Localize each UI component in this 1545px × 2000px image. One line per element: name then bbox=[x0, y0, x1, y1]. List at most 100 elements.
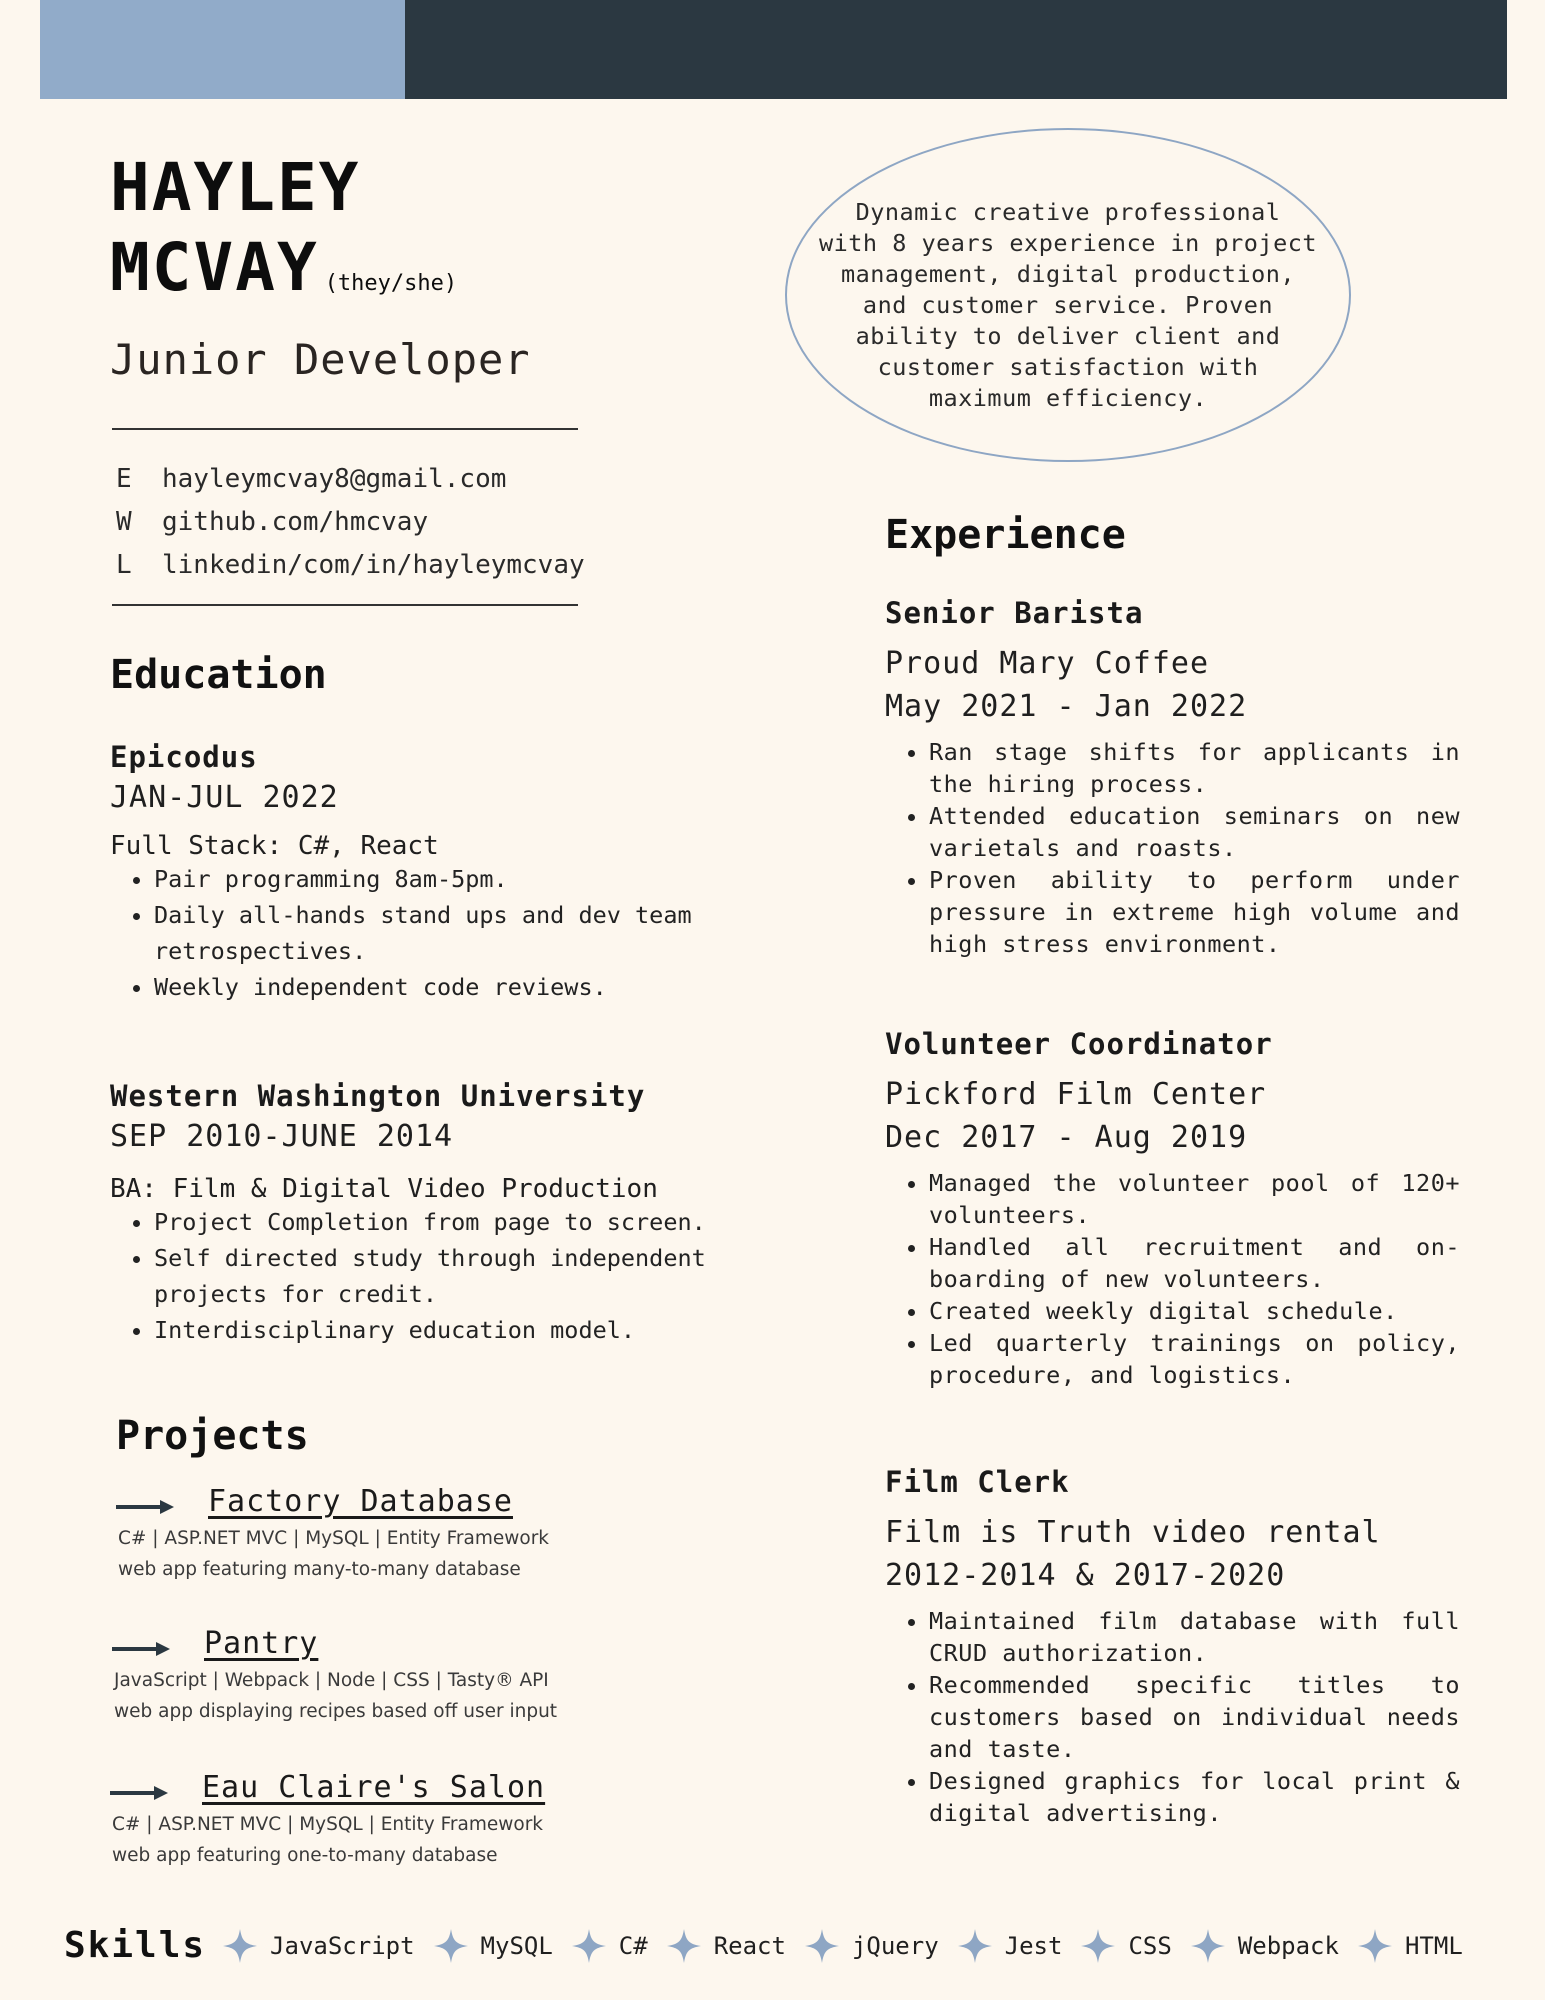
school-bullets: Pair programming 8am-5pm. Daily all-hand… bbox=[110, 861, 750, 1005]
project-title-row: Pantry bbox=[112, 1626, 557, 1661]
skill-name: Jest bbox=[1004, 1931, 1063, 1960]
project-desc: web app displaying recipes based off use… bbox=[114, 1701, 558, 1722]
header-band-dark bbox=[405, 0, 1507, 99]
experience-heading: Experience bbox=[885, 512, 1126, 558]
summary-text: Dynamic creative professional with 8 yea… bbox=[800, 197, 1336, 414]
skill-name: jQuery bbox=[851, 1931, 939, 1960]
arrow-right-icon bbox=[116, 1499, 174, 1514]
project-title-link[interactable]: Pantry bbox=[204, 1626, 319, 1661]
skill-item: MySQL bbox=[415, 1928, 553, 1964]
four-point-star-icon bbox=[433, 1928, 468, 1963]
linkedin-link[interactable]: linkedin/com/in/hayleymcvay bbox=[162, 550, 585, 580]
job-dates: May 2021 - Jan 2022 bbox=[885, 689, 1248, 724]
contact-key: W bbox=[116, 507, 132, 537]
project-desc: web app featuring one-to-many database bbox=[112, 1845, 498, 1866]
list-item: Proven ability to perform under pressure… bbox=[929, 864, 1460, 960]
skill-item: jQuery bbox=[786, 1928, 939, 1964]
experience-item: Volunteer Coordinator Pickford Film Cent… bbox=[885, 1027, 1460, 1391]
list-item: Maintained film database with full CRUD … bbox=[929, 1605, 1460, 1669]
divider-bottom bbox=[112, 604, 578, 606]
four-point-star-icon bbox=[804, 1928, 839, 1963]
list-item: Daily all-hands stand ups and dev team r… bbox=[154, 897, 750, 969]
skills-bar: Skills JavaScript MySQL C# React jQuery … bbox=[64, 1925, 1463, 1966]
skill-item: HTML bbox=[1339, 1928, 1463, 1964]
list-item: Designed graphics for local print & digi… bbox=[929, 1765, 1460, 1829]
four-point-star-icon bbox=[1081, 1928, 1116, 1963]
job-title: Junior Developer bbox=[110, 335, 531, 384]
summary-line: maximum efficiency. bbox=[928, 384, 1208, 412]
job-bullets: Maintained film database with full CRUD … bbox=[885, 1605, 1460, 1829]
skill-name: HTML bbox=[1404, 1931, 1463, 1960]
school-dates: SEP 2010-JUNE 2014 bbox=[110, 1119, 454, 1154]
school-program: Full Stack: C#, React bbox=[110, 831, 439, 861]
skill-name: Webpack bbox=[1237, 1931, 1339, 1960]
person-name: HAYLEY MCVAY(they/she) bbox=[110, 148, 457, 324]
education-heading: Education bbox=[110, 652, 327, 698]
skill-item: CSS bbox=[1062, 1928, 1172, 1964]
summary-line: management, digital production, bbox=[840, 260, 1296, 288]
job-role: Film Clerk bbox=[885, 1465, 1070, 1499]
project-title-link[interactable]: Factory Database bbox=[208, 1484, 513, 1519]
summary-line: Dynamic creative professional bbox=[855, 198, 1281, 226]
job-company: Pickford Film Center bbox=[885, 1077, 1267, 1112]
name-last: MCVAY bbox=[110, 229, 319, 306]
list-item: Project Completion from page to screen. bbox=[154, 1204, 750, 1240]
summary-line: customer satisfaction with bbox=[877, 353, 1259, 381]
four-point-star-icon bbox=[571, 1928, 606, 1963]
list-item: Recommended specific titles to customers… bbox=[929, 1669, 1460, 1765]
project-title-row: Eau Claire's Salon bbox=[110, 1770, 545, 1805]
school-name: Epicodus bbox=[110, 740, 258, 774]
divider-top bbox=[112, 428, 578, 430]
list-item: Ran stage shifts for applicants in the h… bbox=[929, 736, 1460, 800]
list-item: Created weekly digital schedule. bbox=[929, 1295, 1460, 1327]
skill-name: C# bbox=[618, 1931, 648, 1960]
skill-item: Webpack bbox=[1172, 1928, 1339, 1964]
skill-item: Jest bbox=[939, 1928, 1063, 1964]
job-company: Film is Truth video rental bbox=[885, 1515, 1381, 1550]
job-dates: 2012-2014 & 2017-2020 bbox=[885, 1558, 1286, 1593]
project-item: Factory Database C# | ASP.NET MVC | MySQ… bbox=[116, 1484, 549, 1585]
skill-name: CSS bbox=[1128, 1931, 1172, 1960]
skill-name: React bbox=[713, 1931, 786, 1960]
list-item: Attended education seminars on new varie… bbox=[929, 800, 1460, 864]
contact-key: E bbox=[116, 464, 132, 494]
project-stack: JavaScript | Webpack | Node | CSS | Tast… bbox=[114, 1670, 549, 1691]
project-stack: C# | ASP.NET MVC | MySQL | Entity Framew… bbox=[118, 1528, 550, 1549]
list-item: Weekly independent code reviews. bbox=[154, 969, 750, 1005]
skill-name: JavaScript bbox=[270, 1931, 415, 1960]
four-point-star-icon bbox=[666, 1928, 701, 1963]
skill-item: React bbox=[648, 1928, 786, 1964]
skill-item: JavaScript bbox=[218, 1928, 415, 1964]
header-band-light bbox=[40, 0, 405, 99]
four-point-star-icon bbox=[223, 1928, 258, 1963]
github-link[interactable]: github.com/hmcvay bbox=[162, 507, 429, 537]
job-role: Senior Barista bbox=[885, 596, 1144, 630]
school-dates: JAN-JUL 2022 bbox=[110, 780, 339, 815]
list-item: Handled all recruitment and on-boarding … bbox=[929, 1231, 1460, 1295]
pronouns: (they/she) bbox=[324, 271, 458, 296]
summary-line: ability to deliver client and bbox=[855, 322, 1281, 350]
list-item: Led quarterly trainings on policy, proce… bbox=[929, 1327, 1460, 1391]
project-title-link[interactable]: Eau Claire's Salon bbox=[202, 1770, 546, 1805]
job-dates: Dec 2017 - Aug 2019 bbox=[885, 1120, 1248, 1155]
experience-item: Film Clerk Film is Truth video rental 20… bbox=[885, 1465, 1460, 1829]
skill-item: C# bbox=[553, 1928, 648, 1964]
projects-heading: Projects bbox=[116, 1413, 309, 1459]
skill-name: MySQL bbox=[480, 1931, 553, 1960]
summary-line: with 8 years experience in project bbox=[818, 229, 1318, 257]
email-link[interactable]: hayleymcvay8@gmail.com bbox=[162, 464, 507, 494]
list-item: Pair programming 8am-5pm. bbox=[154, 861, 750, 897]
school-program: BA: Film & Digital Video Production bbox=[110, 1174, 658, 1204]
job-bullets: Ran stage shifts for applicants in the h… bbox=[885, 736, 1460, 960]
summary-line: and customer service. Proven bbox=[862, 291, 1274, 319]
experience-item: Senior Barista Proud Mary Coffee May 202… bbox=[885, 596, 1460, 960]
list-item: Self directed study through independent … bbox=[154, 1240, 750, 1312]
contact-key: L bbox=[116, 550, 132, 580]
four-point-star-icon bbox=[1357, 1928, 1392, 1963]
education-item-wwu: Western Washington University SEP 2010-J… bbox=[110, 1079, 750, 1348]
project-item: Eau Claire's Salon C# | ASP.NET MVC | My… bbox=[110, 1770, 545, 1871]
project-stack: C# | ASP.NET MVC | MySQL | Entity Framew… bbox=[112, 1814, 544, 1835]
